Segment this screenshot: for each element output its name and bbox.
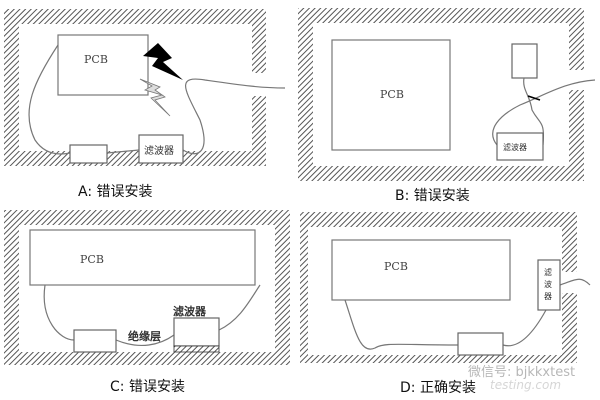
caption: C: 错误安装 (110, 379, 185, 395)
pcb-board (57, 34, 149, 96)
filter-box (537, 259, 561, 311)
cable (43, 284, 75, 341)
panel-b: PCB 滤波器 B: 错误安装 (298, 8, 596, 204)
panel-c: PCB 滤波器 绝缘层 C: 错误安装 (4, 210, 290, 395)
pcb-label: PCB (380, 88, 404, 101)
cable (523, 77, 545, 146)
panel-a: PCB 滤波器 A: 错误安装 (4, 9, 286, 200)
pcb-label: PCB (84, 53, 108, 66)
component-box (511, 43, 538, 79)
cable (182, 78, 286, 155)
filter-box (496, 132, 544, 161)
filter-label: 滤波器 (144, 144, 174, 157)
caption: B: 错误安装 (395, 188, 470, 204)
lightning-light-icon (139, 78, 171, 117)
insulation-layer (173, 345, 220, 353)
filter-char: 波 (544, 279, 552, 289)
filter-label: 滤波器 (503, 142, 527, 152)
watermark-site: testing.com (490, 378, 561, 392)
coupling-arrow (527, 95, 541, 101)
watermark: 微信号: bjkkxtest testing.com (468, 365, 575, 392)
cable (492, 79, 596, 146)
filter-label: 滤波器 (173, 304, 207, 318)
cable (115, 334, 175, 347)
component-box (457, 332, 504, 356)
lightning-dark-icon (143, 43, 183, 80)
cable (218, 284, 261, 331)
pcb-label: PCB (384, 260, 408, 273)
pcb-board (331, 239, 511, 301)
cable (344, 299, 459, 350)
caption: D: 正确安装 (400, 380, 476, 396)
cable (106, 149, 140, 154)
pcb-label: PCB (80, 253, 104, 266)
component-box (69, 144, 108, 164)
filter-box (173, 317, 220, 347)
panel-d: PCB 滤 波 器 D: 正确安装 (300, 212, 591, 396)
cable (28, 44, 71, 155)
pcb-board (331, 39, 451, 151)
cable (502, 309, 547, 347)
caption: A: 错误安装 (78, 184, 153, 200)
insulation-label: 绝缘层 (128, 329, 161, 343)
filter-char: 器 (544, 292, 552, 301)
cable (559, 278, 591, 286)
pcb-board (29, 229, 256, 286)
component-box (73, 329, 117, 353)
filter-box (138, 134, 184, 164)
filter-char: 滤 (544, 267, 552, 277)
watermark-wechat: 微信号: bjkkxtest (468, 365, 575, 380)
